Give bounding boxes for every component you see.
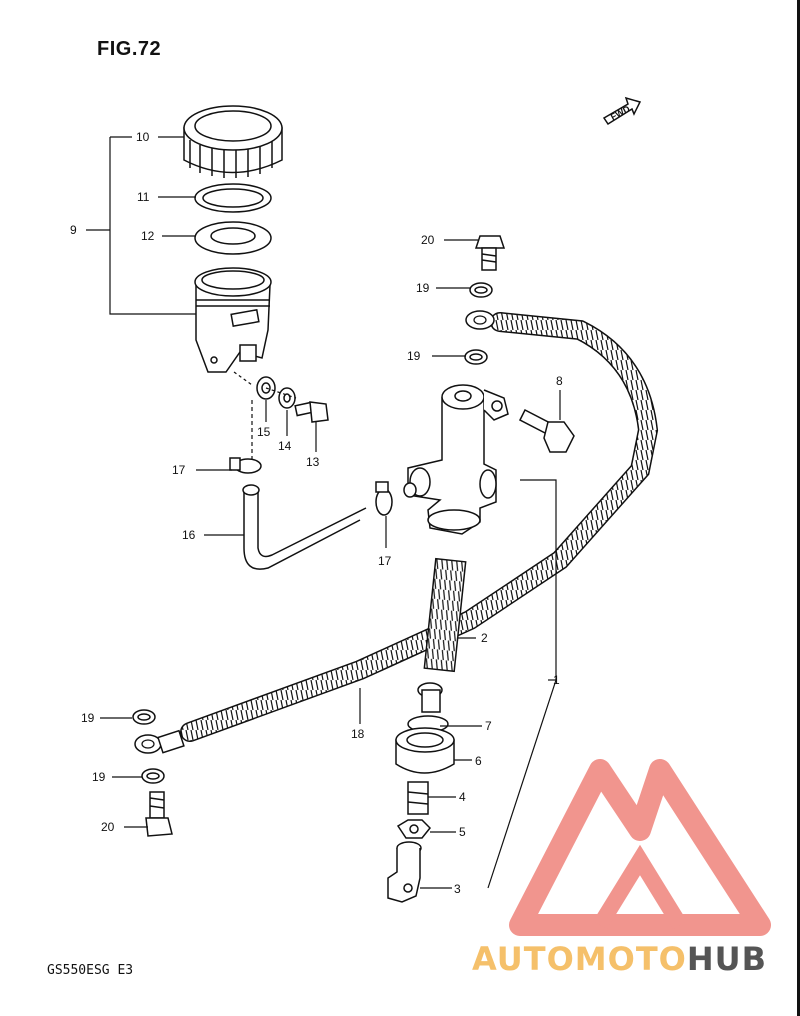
cap-gasket-icon (194, 183, 272, 213)
callout-20b: 20 (101, 820, 115, 834)
bolt-13-icon (294, 401, 329, 423)
watermark-text-part1: AUTOMOTO (472, 940, 687, 978)
page-border (797, 0, 800, 1016)
callout-18: 18 (351, 727, 365, 741)
callout-4: 4 (459, 790, 466, 804)
callout-19c: 19 (81, 711, 95, 725)
reservoir-body-icon (194, 267, 272, 373)
callout-10: 10 (136, 130, 150, 144)
watermark-logo (509, 759, 771, 936)
nut-5-icon (396, 819, 432, 839)
washer-19b-icon (464, 349, 488, 365)
callout-7: 7 (485, 719, 492, 733)
callout-14: 14 (278, 439, 292, 453)
watermark-text: AUTOMOTOHUB (472, 940, 767, 978)
brake-hose-icon (134, 310, 659, 754)
callout-8: 8 (556, 374, 563, 388)
washer-14-icon (278, 387, 296, 409)
fwd-arrow-icon: FWD (602, 96, 642, 126)
washer-19d-icon (141, 768, 165, 784)
callout-1: 1 (553, 673, 560, 687)
callout-3: 3 (454, 882, 461, 896)
callout-17a: 17 (172, 463, 186, 477)
push-rod-4-icon (407, 781, 429, 815)
banjo-bolt-20a-icon (474, 235, 506, 271)
banjo-bolt-8-icon (518, 408, 575, 453)
callout-19b: 19 (407, 349, 421, 363)
spring-2-icon (423, 557, 467, 673)
callout-19d: 19 (92, 770, 106, 784)
hose-clip-17b-icon (375, 481, 393, 516)
callout-2: 2 (481, 631, 488, 645)
callout-labels: 1 2 3 4 5 6 7 8 9 10 11 12 13 14 15 16 1… (70, 130, 563, 896)
callout-12: 12 (141, 229, 155, 243)
piston-cup-6-icon (395, 727, 455, 774)
callout-19a: 19 (416, 281, 430, 295)
callout-17b: 17 (378, 554, 392, 568)
hose-clip-17a-icon (229, 457, 262, 474)
callout-9: 9 (70, 223, 77, 237)
diaphragm-plate-icon (194, 221, 272, 255)
banjo-bolt-20b-icon (145, 791, 173, 837)
piston-7-icon (407, 682, 449, 733)
callout-20a: 20 (421, 233, 435, 247)
reservoir-hose-icon (242, 484, 367, 570)
callout-15: 15 (257, 425, 271, 439)
reservoir-cap-icon (183, 105, 283, 178)
callout-16: 16 (182, 528, 196, 542)
callout-11: 11 (137, 190, 150, 204)
clevis-3-icon (387, 841, 422, 903)
callout-5: 5 (459, 825, 466, 839)
washer-19c-icon (132, 709, 156, 725)
callout-6: 6 (475, 754, 482, 768)
watermark-text-part2: HUB (687, 940, 767, 978)
figure-title: FIG.72 (97, 38, 162, 60)
washer-19a-icon (469, 282, 493, 298)
master-cylinder-icon (403, 384, 509, 535)
model-code: GS550ESG E3 (47, 963, 134, 978)
leader-lines (86, 136, 561, 889)
callout-13: 13 (306, 455, 320, 469)
